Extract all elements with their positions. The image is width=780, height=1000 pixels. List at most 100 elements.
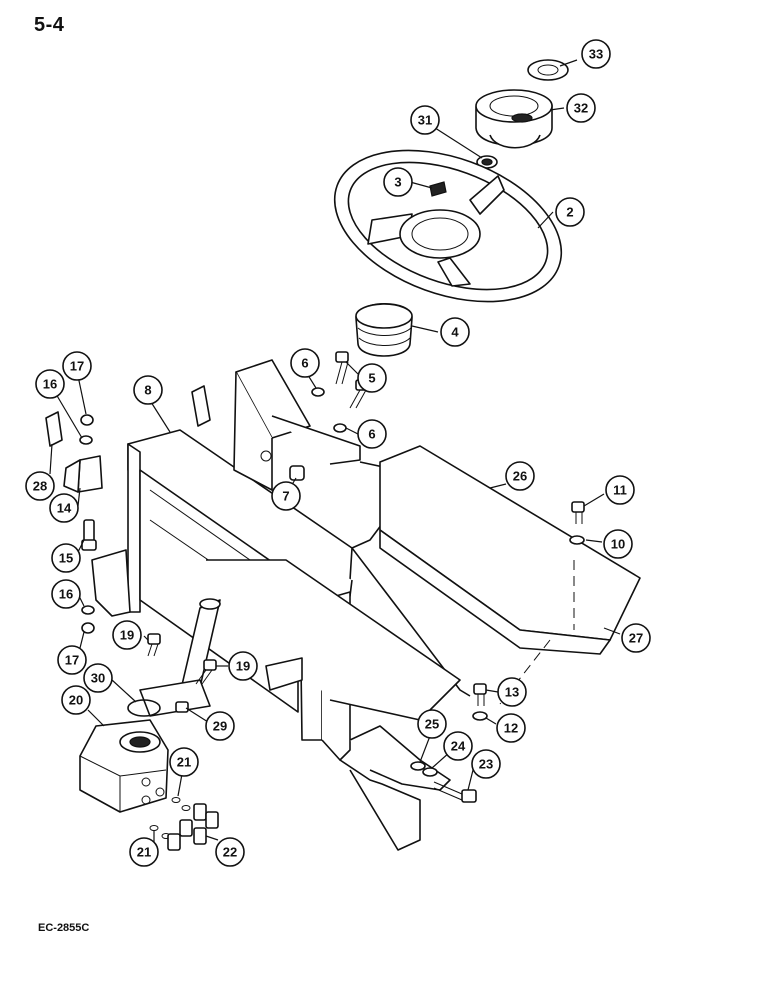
- svg-text:32: 32: [574, 101, 588, 116]
- washer-10: [569, 535, 585, 545]
- callout-28: 28: [25, 471, 55, 501]
- svg-text:15: 15: [59, 551, 73, 566]
- steering-wheel-nut: [476, 155, 498, 169]
- steering-wheel: [333, 149, 563, 303]
- svg-text:5: 5: [368, 371, 375, 386]
- svg-text:30: 30: [91, 671, 105, 686]
- fittings-22: [167, 803, 219, 851]
- callout-20: 20: [61, 685, 91, 715]
- svg-text:6: 6: [301, 356, 308, 371]
- washer-16-a: [79, 435, 93, 445]
- nut-17-a: [80, 414, 94, 426]
- callout-32: 32: [566, 93, 596, 123]
- svg-text:16: 16: [59, 587, 73, 602]
- callout-2: 2: [555, 197, 585, 227]
- callout-17-lower: 17: [57, 645, 87, 675]
- page-number: 5-4: [34, 14, 65, 36]
- svg-text:27: 27: [629, 631, 643, 646]
- callout-16-upper: 16: [35, 369, 65, 399]
- svg-text:10: 10: [611, 537, 625, 552]
- svg-text:31: 31: [418, 113, 432, 128]
- bracket-14: [63, 455, 103, 493]
- svg-text:33: 33: [589, 47, 603, 62]
- bolt-29: [175, 701, 189, 713]
- callout-5: 5: [357, 363, 387, 393]
- callout-30: 30: [83, 663, 113, 693]
- callout-33: 33: [581, 39, 611, 69]
- callout-27: 27: [621, 623, 651, 653]
- bolt-19-a: [147, 633, 161, 657]
- callout-21-upper: 21: [169, 747, 199, 777]
- svg-text:19: 19: [120, 628, 134, 643]
- callout-15: 15: [51, 543, 81, 573]
- svg-text:24: 24: [451, 739, 466, 754]
- svg-text:23: 23: [479, 757, 493, 772]
- callout-26: 26: [505, 461, 535, 491]
- svg-text:26: 26: [513, 469, 527, 484]
- callout-6-lower: 6: [357, 419, 387, 449]
- svg-text:17: 17: [70, 359, 84, 374]
- callout-23: 23: [471, 749, 501, 779]
- bracket-28: [45, 411, 63, 447]
- bolt-13: [473, 683, 487, 706]
- washer-25: [410, 761, 426, 771]
- callout-21-lower: 21: [129, 837, 159, 867]
- washer-12: [472, 711, 488, 721]
- svg-text:19: 19: [236, 659, 250, 674]
- svg-text:25: 25: [425, 717, 439, 732]
- callout-14: 14: [49, 493, 79, 523]
- steering-pump: [79, 719, 169, 813]
- svg-text:11: 11: [613, 483, 627, 498]
- callout-12: 12: [496, 713, 526, 743]
- svg-text:14: 14: [57, 501, 72, 516]
- steering-column: [139, 598, 221, 717]
- callout-19-right: 19: [228, 651, 258, 681]
- stud-15: [81, 519, 97, 551]
- callout-13: 13: [497, 677, 527, 707]
- steering-wheel-cover: [475, 89, 553, 149]
- callout-16-lower: 16: [51, 579, 81, 609]
- bolt-23: [433, 781, 477, 803]
- callout-3: 3: [383, 167, 413, 197]
- callout-19-left: 19: [112, 620, 142, 650]
- svg-text:13: 13: [505, 685, 519, 700]
- horn-button-cap: [527, 59, 569, 81]
- svg-text:20: 20: [69, 693, 83, 708]
- svg-text:4: 4: [451, 325, 459, 340]
- callout-24: 24: [443, 731, 473, 761]
- mount-bracket: [91, 549, 131, 617]
- steering-wheel-clip: [429, 181, 447, 197]
- svg-text:21: 21: [137, 845, 151, 860]
- washer-6-a: [311, 387, 325, 397]
- callout-31: 31: [410, 105, 440, 135]
- bolt-11: [571, 501, 585, 524]
- callout-6-upper: 6: [290, 348, 320, 378]
- callout-22: 22: [215, 837, 245, 867]
- svg-text:21: 21: [177, 755, 191, 770]
- washer-16-b: [81, 605, 95, 615]
- leader-lines: [49, 59, 621, 842]
- steering-boot: [355, 302, 413, 357]
- o-ring-30: [127, 699, 161, 717]
- svg-text:22: 22: [223, 845, 237, 860]
- svg-text:2: 2: [566, 205, 573, 220]
- floor-mat-27: [379, 529, 611, 655]
- bolt-5-a: [335, 351, 349, 385]
- svg-text:3: 3: [394, 175, 401, 190]
- washer-6-b: [333, 423, 347, 433]
- svg-text:16: 16: [43, 377, 57, 392]
- callout-4: 4: [440, 317, 470, 347]
- svg-text:8: 8: [144, 383, 151, 398]
- callout-8: 8: [133, 375, 163, 405]
- spacer-7: [289, 465, 305, 481]
- svg-text:7: 7: [282, 489, 289, 504]
- callout-29: 29: [205, 711, 235, 741]
- callout-10: 10: [603, 529, 633, 559]
- nut-17-b: [81, 622, 95, 634]
- callout-11: 11: [605, 475, 635, 505]
- callout-7: 7: [271, 481, 301, 511]
- svg-text:17: 17: [65, 653, 79, 668]
- document-code: EC-2855C: [38, 922, 90, 934]
- bolt-19-b: [195, 659, 217, 685]
